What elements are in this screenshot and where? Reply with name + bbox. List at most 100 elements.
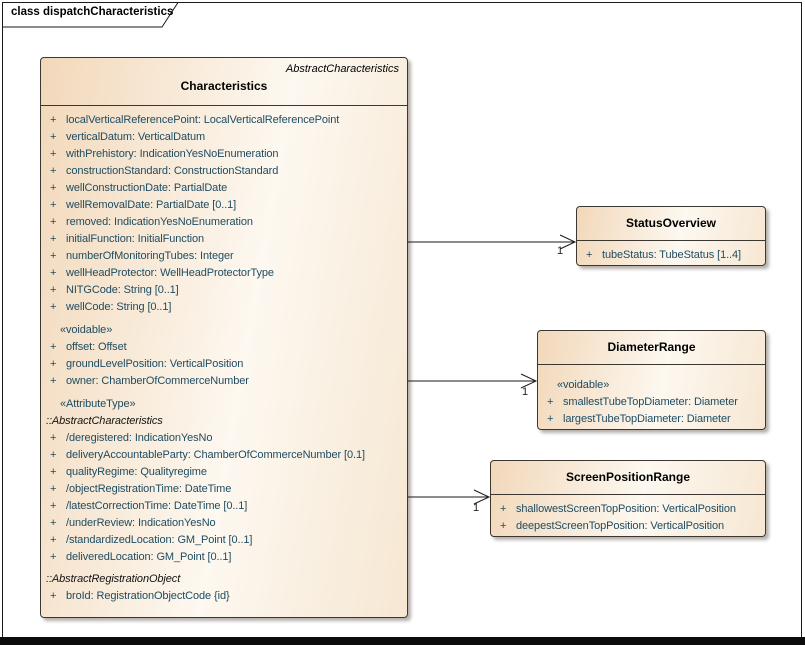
visibility-marker: + [500, 503, 507, 515]
class-screenpositionrange[interactable]: ScreenPositionRange + shallowestScreenTop… [490, 460, 766, 537]
class-statusoverview-attributes: + tubeStatus: TubeStatus [1..4] [577, 241, 765, 264]
visibility-marker: + [50, 148, 57, 160]
visibility-marker: + [50, 182, 57, 194]
attribute-row: + owner: ChamberOfCommerceNumber [41, 373, 407, 390]
class-screenpositionrange-attributes: + shallowestScreenTopPosition: VerticalPo… [491, 495, 765, 535]
visibility-marker: + [50, 284, 57, 296]
diagram-tab: class dispatchCharacteristics [2, 2, 180, 28]
visibility-marker: + [50, 500, 57, 512]
visibility-marker: + [50, 233, 57, 245]
tab-shape [2, 2, 179, 28]
attribute-row: +wellCode: String [0..1] [41, 299, 407, 316]
attribute-text: localVerticalReferencePoint: LocalVertic… [66, 114, 340, 126]
attribute-row: + initialFunction: InitialFunction [41, 231, 407, 248]
visibility-marker: + [50, 375, 57, 387]
attribute-text: /latestCorrectionTime: DateTime [0..1] [66, 500, 248, 512]
visibility-marker: + [50, 432, 57, 444]
class-statusoverview-name: StatusOverview [625, 216, 717, 230]
class-diameterrange[interactable]: DiameterRange «voidable»+smallestTubeTop… [537, 330, 766, 430]
attribute-row: + largestTubeTopDiameter: Diameter [538, 411, 765, 428]
class-diameterrange-name: DiameterRange [607, 340, 696, 354]
section-label: ::AbstractRegistrationObject [46, 573, 181, 585]
visibility-marker: + [50, 449, 57, 461]
attribute-row: + localVerticalReferencePoint: LocalVerti… [41, 112, 407, 129]
class-diameterrange-header: DiameterRange [538, 331, 765, 365]
attribute-text: smallestTubeTopDiameter: Diameter [563, 396, 738, 408]
attribute-text: offset: Offset [66, 341, 127, 353]
attribute-row: +offset: Offset [41, 339, 407, 356]
attribute-row: + verticalDatum: VerticalDatum [41, 129, 407, 146]
attribute-row: + smallestTubeTopDiameter: Diameter [538, 394, 765, 411]
visibility-marker: + [50, 534, 57, 546]
visibility-marker: + [547, 396, 554, 408]
attribute-row: + NITGCode: String [0..1] [41, 282, 407, 299]
visibility-marker: + [50, 165, 57, 177]
attribute-text: numberOfMonitoringTubes: Integer [66, 250, 234, 262]
visibility-marker: + [547, 413, 554, 425]
class-characteristics-name: Characteristics [180, 79, 268, 93]
attribute-text: /underReview: IndicationYesNo [66, 517, 216, 529]
visibility-marker: + [500, 520, 507, 532]
attribute-text: deliveredLocation: GM_Point [0..1] [66, 551, 232, 563]
attribute-row: + broId: RegistrationObjectCode {id} [41, 588, 407, 605]
attribute-text: wellHeadProtector: WellHeadProtectorType [66, 267, 274, 279]
attribute-row: +/deregistered: IndicationYesNo [41, 430, 407, 447]
attribute-row: + /objectRegistrationTime: DateTime [41, 481, 407, 498]
attribute-text: broId: RegistrationObjectCode {id} [66, 590, 230, 602]
stereotype-label: «voidable» [557, 379, 610, 391]
attribute-row: + /latestCorrectionTime: DateTime [0..1] [41, 498, 407, 515]
attribute-row: + shallowestScreenTopPosition: VerticalPo… [491, 501, 765, 518]
class-screenpositionrange-name: ScreenPositionRange [565, 470, 691, 484]
visibility-marker: + [50, 517, 57, 529]
bottom-bar [0, 637, 805, 645]
attribute-text: NITGCode: String [0..1] [66, 284, 179, 296]
attribute-text: /objectRegistrationTime: DateTime [66, 483, 232, 495]
class-diameterrange-attributes: «voidable»+smallestTubeTopDiameter: Diam… [538, 365, 765, 428]
visibility-marker: + [50, 551, 57, 563]
class-characteristics-attributes: + localVerticalReferencePoint: LocalVerti… [41, 106, 407, 605]
visibility-marker: + [50, 466, 57, 478]
visibility-marker: + [50, 114, 57, 126]
attribute-text: groundLevelPosition: VerticalPosition [66, 358, 244, 370]
diagram-title: class dispatchCharacteristics [11, 6, 174, 18]
visibility-marker: + [50, 216, 57, 228]
attribute-text: qualityRegime: Qualityregime [66, 466, 207, 478]
attribute-text: /standardizedLocation: GM_Point [0..1] [66, 534, 253, 546]
multiplicity-label-screenpositionrange: 1 [473, 502, 480, 514]
attribute-row: + wellHeadProtector: WellHeadProtectorTyp… [41, 265, 407, 282]
attribute-text: verticalDatum: VerticalDatum [66, 131, 206, 143]
attribute-row: + /underReview: IndicationYesNo [41, 515, 407, 532]
visibility-marker: + [50, 267, 57, 279]
class-statusoverview-header: StatusOverview [577, 207, 765, 241]
attribute-text: largestTubeTopDiameter: Diameter [563, 413, 731, 425]
attribute-text: deepestScreenTopPosition: VerticalPositi… [516, 520, 724, 532]
visibility-marker: + [50, 131, 57, 143]
visibility-marker: + [50, 590, 57, 602]
multiplicity-label-diameterrange: 1 [522, 386, 529, 398]
attribute-row: + tubeStatus: TubeStatus [1..4] [577, 247, 765, 264]
attribute-text: owner: ChamberOfCommerceNumber [66, 375, 249, 387]
attribute-row: +groundLevelPosition: VerticalPosition [41, 356, 407, 373]
attribute-row: + qualityRegime: Qualityregime [41, 464, 407, 481]
attribute-row: +wellRemovalDate: PartialDate [0..1] [41, 197, 407, 214]
class-characteristics[interactable]: AbstractCharacteristics Characteristics … [40, 57, 408, 618]
visibility-marker: + [50, 301, 57, 313]
attribute-row: +removed: IndicationYesNoEnumeration [41, 214, 407, 231]
attribute-text: wellConstructionDate: PartialDate [66, 182, 228, 194]
class-characteristics-stereotype: AbstractCharacteristics [285, 63, 399, 75]
stereotype-label: «voidable» [60, 324, 113, 336]
section-label: ::AbstractCharacteristics [46, 415, 163, 427]
attribute-row: +deliveryAccountableParty: ChamberOfComm… [41, 447, 407, 464]
attribute-text: initialFunction: InitialFunction [66, 233, 205, 245]
attribute-row: +numberOfMonitoringTubes: Integer [41, 248, 407, 265]
class-characteristics-header: AbstractCharacteristics Characteristics [41, 58, 407, 106]
multiplicity-label-statusoverview: 1 [557, 245, 564, 257]
attribute-text: tubeStatus: TubeStatus [1..4] [602, 249, 741, 261]
visibility-marker: + [586, 249, 593, 261]
stereotype-label: «AttributeType» [60, 398, 136, 410]
attribute-row: + deepestScreenTopPosition: VerticalPosit… [491, 518, 765, 535]
attribute-text: shallowestScreenTopPosition: VerticalPos… [516, 503, 736, 515]
visibility-marker: + [50, 483, 57, 495]
class-statusoverview[interactable]: StatusOverview + tubeStatus: TubeStatus [… [576, 206, 766, 266]
